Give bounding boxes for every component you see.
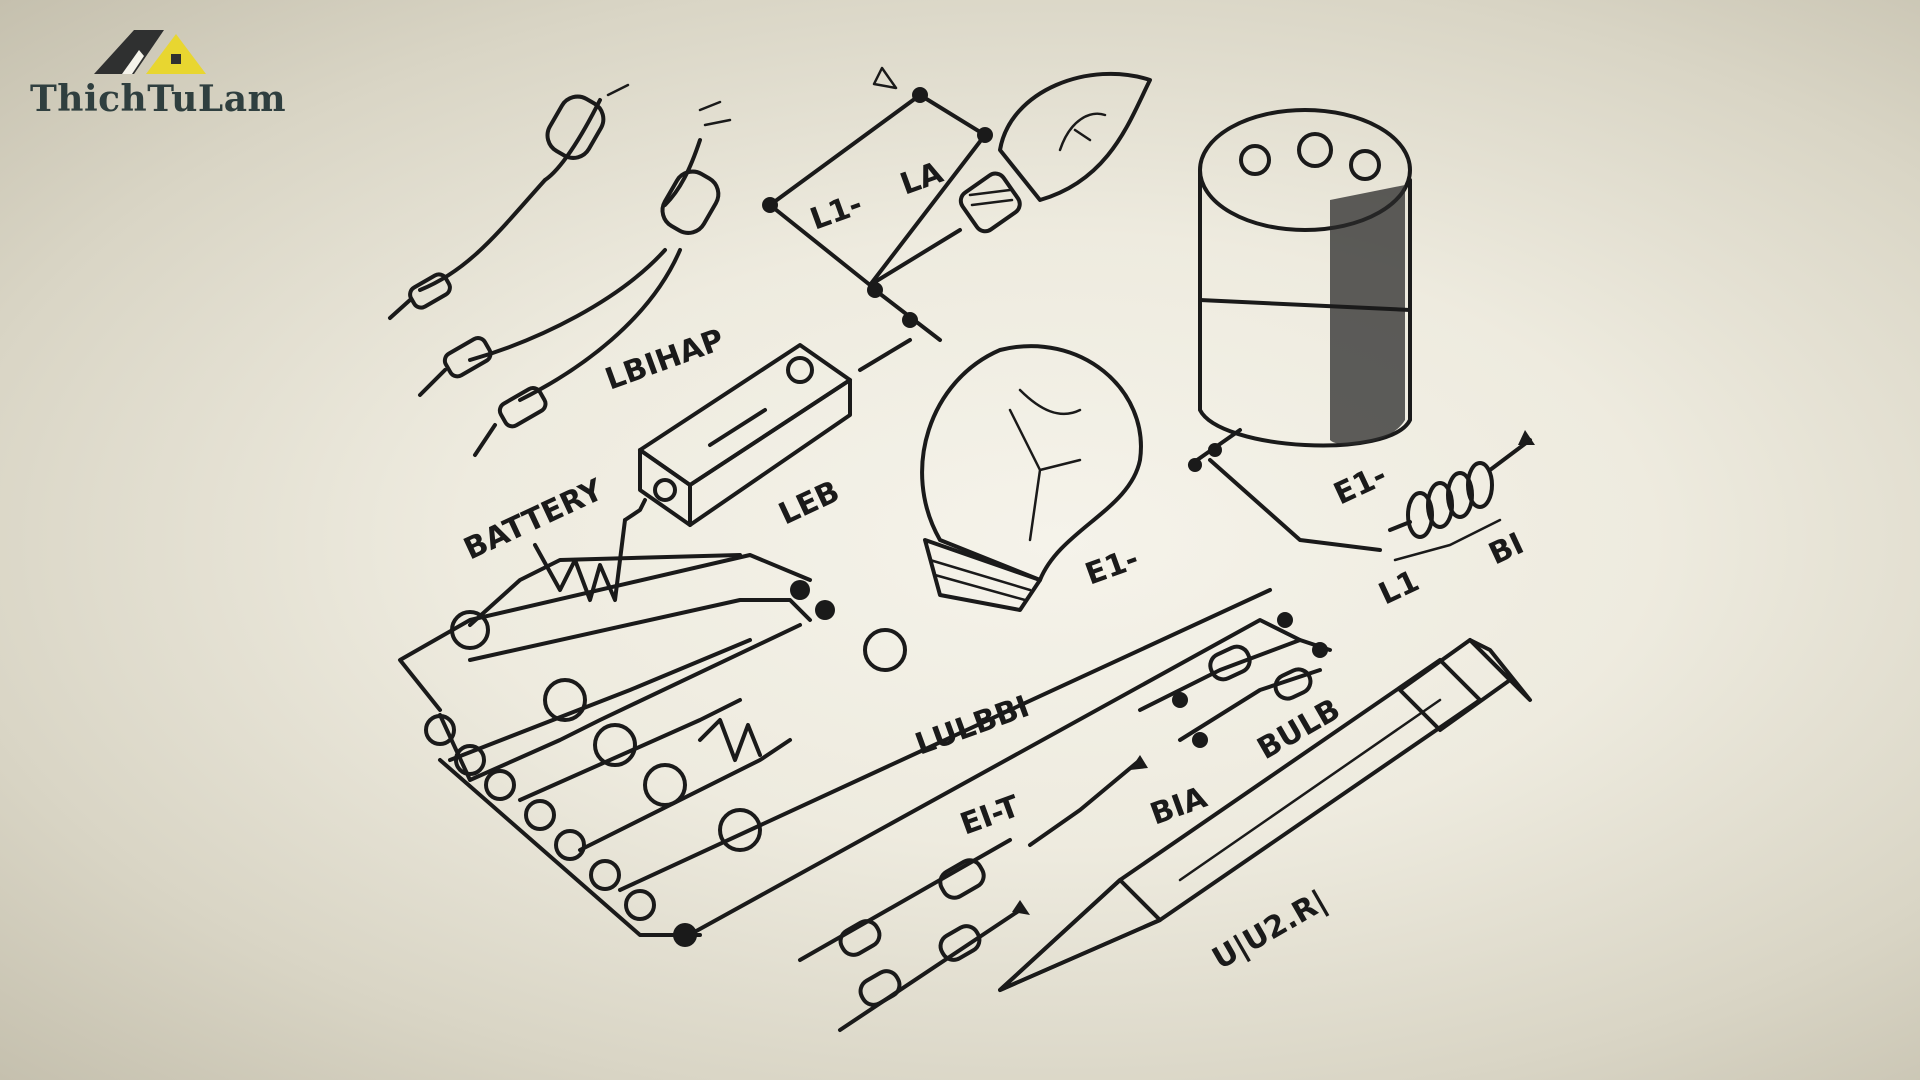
parallel-network bbox=[398, 553, 1302, 947]
bottom-resistors bbox=[798, 755, 1148, 1032]
label-l1-bottom: L1 bbox=[1374, 564, 1425, 613]
switch-box bbox=[638, 338, 912, 527]
label-battery: BATTERY bbox=[459, 472, 610, 567]
wire-connector-1 bbox=[388, 94, 606, 320]
label-bi: BI bbox=[1484, 526, 1530, 572]
small-bulb bbox=[958, 71, 1152, 234]
inductor-coil bbox=[1388, 430, 1535, 562]
brand-logo-text: ThichTuLam bbox=[30, 78, 287, 120]
wire-connector-2 bbox=[418, 138, 721, 397]
label-formula: U|U2.R| bbox=[1207, 884, 1334, 977]
resistor-zigzag-1 bbox=[533, 498, 647, 602]
right-resistors bbox=[1138, 612, 1332, 748]
brand-logo: ThichTuLam bbox=[30, 26, 290, 126]
label-e1-mid: E1- bbox=[1081, 541, 1144, 592]
wire-connector-3 bbox=[473, 83, 732, 457]
battery-cylinder bbox=[1188, 108, 1412, 552]
label-lulbbi: LULBBI bbox=[911, 689, 1034, 762]
pencil bbox=[998, 638, 1532, 992]
top-circuit bbox=[762, 66, 993, 342]
house-roof-icon bbox=[94, 30, 206, 74]
label-leb: LEB bbox=[774, 474, 845, 532]
label-eit: EI-T bbox=[956, 789, 1025, 843]
label-e1-right: E1- bbox=[1329, 458, 1393, 512]
label-l1: L1- bbox=[806, 187, 867, 238]
large-bulb bbox=[920, 344, 1143, 612]
